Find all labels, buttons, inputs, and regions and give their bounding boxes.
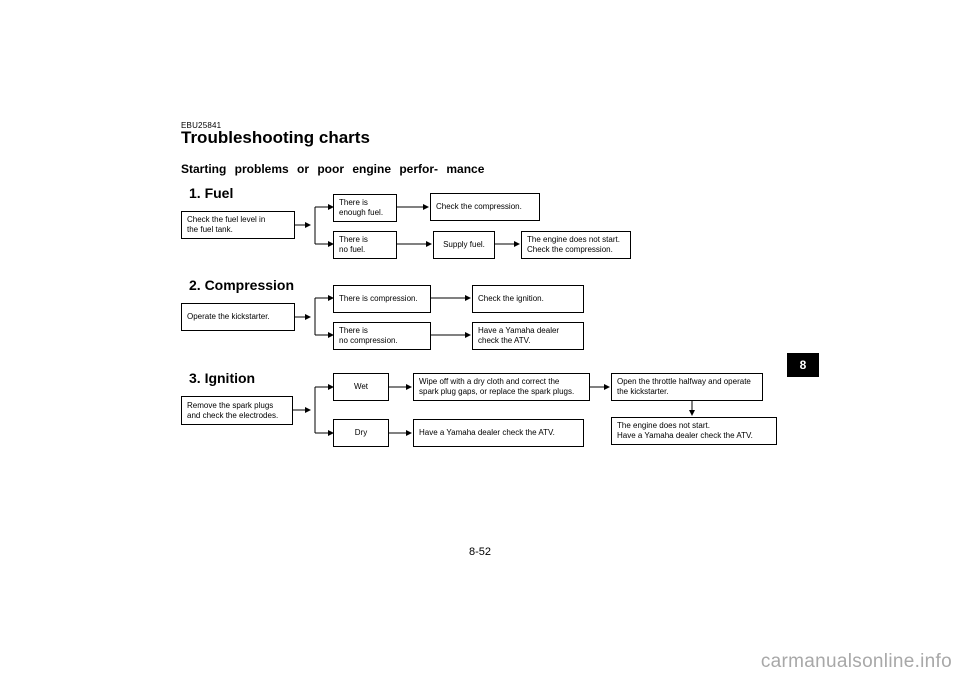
watermark: carmanualsonline.info bbox=[760, 651, 952, 672]
chapter-tab: 8 bbox=[787, 353, 819, 377]
compression-dealer-box: Have a Yamaha dealer check the ATV. bbox=[472, 322, 584, 350]
no-compression-box: There is no compression. bbox=[333, 322, 431, 350]
remove-spark-plugs-box: Remove the spark plugs and check the ele… bbox=[181, 396, 293, 425]
page-number: 8-52 bbox=[468, 546, 492, 558]
ignition-dealer-box: Have a Yamaha dealer check the ATV. bbox=[413, 419, 584, 447]
fuel-none-box: There is no fuel. bbox=[333, 231, 397, 259]
fuel-no-start-box: The engine does not start. Check the com… bbox=[521, 231, 631, 259]
check-ignition-box: Check the ignition. bbox=[472, 285, 584, 313]
section-subtitle: Starting problems or poor engine perfor-… bbox=[181, 162, 485, 176]
fuel-check-compression-box: Check the compression. bbox=[430, 193, 540, 221]
page-title: Troubleshooting charts bbox=[181, 128, 370, 147]
ignition-no-start-box: The engine does not start. Have a Yamaha… bbox=[611, 417, 777, 445]
section-heading-ignition: 3. Ignition bbox=[189, 370, 256, 386]
operate-kickstarter-box: Operate the kickstarter. bbox=[181, 303, 295, 331]
open-throttle-box: Open the throttle halfway and operate th… bbox=[611, 373, 763, 401]
fuel-check-box: Check the fuel level in the fuel tank. bbox=[181, 211, 295, 239]
wipe-plugs-box: Wipe off with a dry cloth and correct th… bbox=[413, 373, 590, 401]
compression-present-box: There is compression. bbox=[333, 285, 431, 313]
section-heading-fuel: 1. Fuel bbox=[189, 185, 234, 201]
fuel-enough-box: There is enough fuel. bbox=[333, 194, 397, 222]
section-heading-compression: 2. Compression bbox=[189, 277, 295, 293]
supply-fuel-box: Supply fuel. bbox=[433, 231, 495, 259]
wet-box: Wet bbox=[333, 373, 389, 401]
dry-box: Dry bbox=[333, 419, 389, 447]
document-code: EBU25841 bbox=[181, 121, 222, 130]
